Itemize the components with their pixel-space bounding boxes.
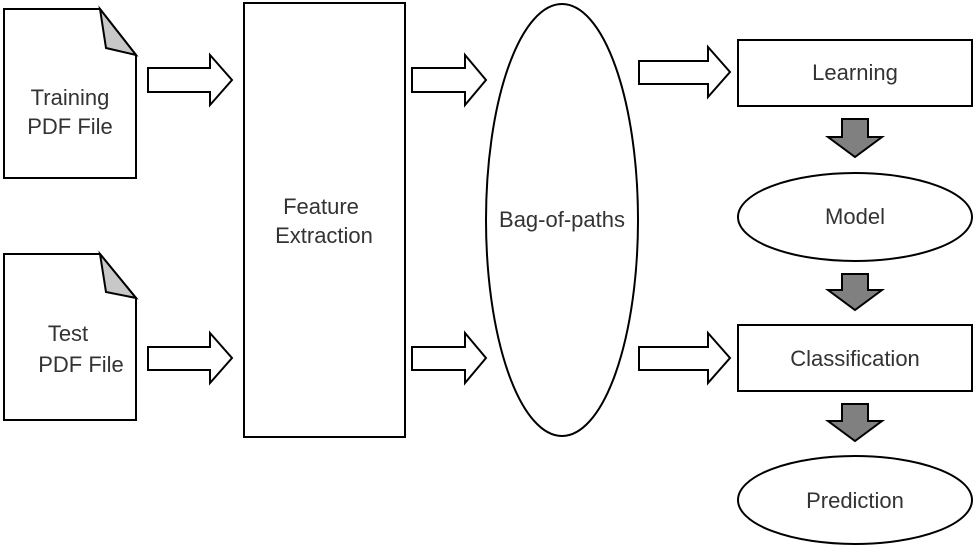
training-document-fold-icon — [98, 5, 139, 57]
prediction-label: Prediction — [806, 488, 904, 513]
model-label: Model — [825, 204, 885, 229]
learning-box — [737, 39, 973, 107]
learning-node: Learning — [737, 39, 973, 107]
bag-of-paths-ellipse — [485, 3, 639, 437]
feature-extraction-label-line1: Feature — [283, 194, 359, 219]
training-document-shape — [3, 8, 137, 179]
feature-extraction-label-line2: Extraction — [275, 223, 373, 248]
training-pdf-file-node: Training PDF File — [3, 5, 139, 179]
arrow-learning-to-model — [824, 118, 886, 159]
test-document-fold-icon — [98, 250, 139, 300]
arrow-model-to-classification — [824, 273, 886, 312]
model-node: Model — [737, 172, 973, 262]
training-file-label-line2: PDF File — [27, 114, 113, 139]
arrow-training-to-extraction — [147, 52, 234, 108]
test-file-label-line2: PDF File — [38, 352, 124, 377]
arrow-bag-to-learning — [638, 44, 732, 100]
feature-extraction-box — [243, 2, 406, 438]
classification-node: Classification — [737, 324, 973, 392]
feature-extraction-node: Feature Extraction — [243, 2, 406, 438]
test-file-label-line1: Test — [48, 321, 88, 346]
bag-of-paths-label: Bag-of-paths — [499, 207, 625, 232]
arrow-extraction-to-bag-top — [411, 52, 488, 108]
test-pdf-file-node: Test PDF File — [3, 250, 139, 421]
prediction-ellipse — [737, 455, 973, 545]
arrow-extraction-to-bag-bottom — [411, 330, 488, 386]
model-ellipse — [737, 172, 973, 262]
arrow-test-to-extraction — [147, 330, 234, 386]
training-file-label-line1: Training — [31, 85, 110, 110]
test-document-shape — [3, 253, 137, 421]
bag-of-paths-node: Bag-of-paths — [485, 3, 639, 437]
arrow-classification-to-prediction — [824, 403, 886, 443]
classification-box — [737, 324, 973, 392]
prediction-node: Prediction — [737, 455, 973, 545]
classification-label: Classification — [790, 346, 920, 371]
learning-label: Learning — [812, 60, 898, 85]
arrow-bag-to-classification — [638, 330, 732, 386]
